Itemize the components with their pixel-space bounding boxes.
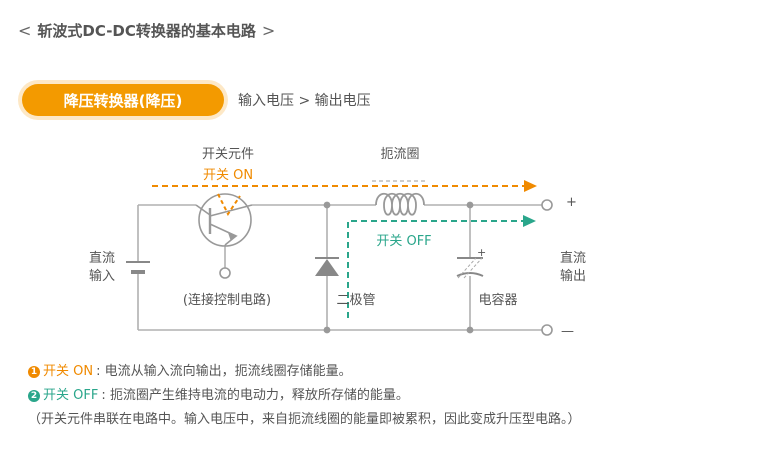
chevron-left-icon[interactable]: <	[18, 21, 32, 40]
dc-output-label-line2: 输出	[560, 268, 586, 284]
note-on-label: 开关 ON	[43, 364, 94, 379]
battery-icon	[126, 261, 150, 274]
footnote-text: （开关元件串联在电路中。输入电压中，来自扼流线圈的能量即被累积，因此变成升压型电…	[28, 412, 581, 427]
control-circuit-label: (连接控制电路)	[183, 292, 271, 308]
page-title: 斩波式DC-DC转换器的基本电路	[37, 22, 256, 40]
diode-icon	[315, 257, 339, 276]
note-off-text: : 扼流圈产生维持电流的电动力，释放所存储的能量。	[101, 388, 409, 403]
circuit-wires	[137, 204, 542, 331]
output-minus-sign: —	[561, 324, 574, 339]
switch-on-label: 开关 ON	[203, 168, 253, 183]
switch-on-current-arrow	[152, 180, 537, 216]
control-terminal	[219, 267, 231, 279]
converter-type-description: 输入电压 > 输出电压	[238, 93, 371, 109]
inductor-label: 扼流圈	[380, 147, 419, 162]
transistor-icon	[195, 193, 253, 247]
number-two-icon: 2	[28, 390, 40, 402]
junction-dots	[323, 201, 474, 334]
page-header: < 斩波式DC-DC转换器的基本电路 >	[18, 20, 275, 41]
converter-type-row: 降压转换器(降压) 输入电压 > 输出电压	[22, 84, 371, 116]
inductor-icon	[372, 180, 426, 216]
note-footnote: （开关元件串联在电路中。输入电压中，来自扼流线圈的能量即被累积，因此变成升压型电…	[28, 408, 581, 432]
output-terminal-positive	[541, 199, 553, 211]
capacitor-plus-sign: +	[477, 246, 486, 259]
output-terminal-negative	[541, 324, 553, 336]
dc-output-label-line1: 直流	[560, 251, 586, 266]
switch-off-label: 开关 OFF	[376, 234, 431, 249]
capacitor-icon	[456, 257, 484, 279]
dc-input-label-line1: 直流	[89, 251, 115, 266]
dc-input-label-line2: 输入	[89, 268, 115, 284]
output-plus-sign: +	[566, 195, 577, 210]
number-one-icon: 1	[28, 366, 40, 378]
note-switch-on: 1 开关 ON : 电流从输入流向输出，扼流线圈存储能量。	[28, 360, 581, 384]
note-off-label: 开关 OFF	[43, 388, 99, 403]
diode-label: 二极管	[336, 293, 375, 308]
note-on-text: : 电流从输入流向输出，扼流线圈存储能量。	[96, 364, 352, 379]
switch-element-label: 开关元件	[202, 147, 254, 162]
note-switch-off: 2 开关 OFF : 扼流圈产生维持电流的电动力，释放所存储的能量。	[28, 384, 581, 408]
capacitor-label: 电容器	[478, 292, 517, 308]
converter-type-badge: 降压转换器(降压)	[22, 84, 224, 116]
chevron-right-icon[interactable]: >	[261, 21, 276, 40]
switch-off-current-arrow	[347, 215, 536, 318]
explanation-notes: 1 开关 ON : 电流从输入流向输出，扼流线圈存储能量。 2 开关 OFF :…	[28, 360, 581, 432]
